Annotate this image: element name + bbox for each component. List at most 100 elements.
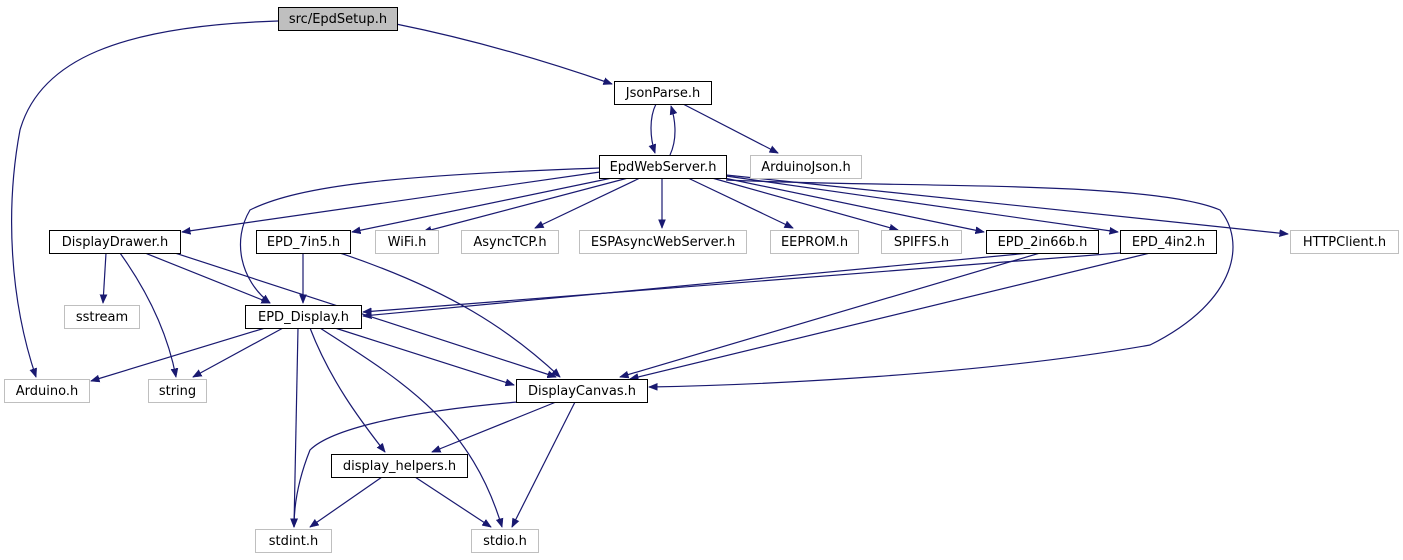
node-box-epd4in2[interactable] bbox=[1120, 230, 1217, 254]
node-label-spiffs: SPIFFS.h bbox=[894, 235, 949, 250]
node-box-displaycanvas[interactable] bbox=[516, 379, 648, 403]
node-label-string: string bbox=[159, 384, 196, 399]
node-label-epd4in2: EPD_4in2.h bbox=[1132, 235, 1205, 250]
edge-displaycanvas-to-stdio bbox=[511, 401, 576, 527]
node-espasyncwebserver: ESPAsyncWebServer.h bbox=[579, 230, 747, 254]
node-box-asynctcp bbox=[461, 230, 559, 254]
edges-layer bbox=[11, 20, 1288, 527]
edge-epddisplay-to-displaycanvas bbox=[334, 327, 514, 385]
edge-epd2in66b-to-displaycanvas bbox=[620, 252, 1041, 377]
node-jsonparse[interactable]: JsonParse.h bbox=[614, 81, 712, 105]
node-label-espasyncwebserver: ESPAsyncWebServer.h bbox=[591, 235, 735, 250]
edge-displayhelpers-to-stdint bbox=[310, 476, 383, 527]
node-wifi: WiFi.h bbox=[375, 230, 439, 254]
edge-epdsetup-to-arduino bbox=[11, 20, 279, 377]
node-stdio: stdio.h bbox=[471, 529, 539, 553]
node-label-httpclient: HTTPClient.h bbox=[1303, 235, 1386, 250]
edge-epdwebserver-to-displaycanvas bbox=[649, 179, 1234, 387]
node-eeprom: EEPROM.h bbox=[770, 230, 859, 254]
node-box-displayhelpers[interactable] bbox=[331, 454, 468, 478]
edge-displaydrawer-to-epddisplay bbox=[144, 252, 270, 304]
edge-displaycanvas-to-displayhelpers bbox=[432, 401, 557, 453]
edge-epdwebserver-to-epddisplay bbox=[239, 167, 601, 303]
node-label-stdint: stdint.h bbox=[269, 534, 318, 549]
node-box-epddisplay[interactable] bbox=[245, 305, 362, 329]
node-label-epdsetup: src/EpdSetup.h bbox=[289, 12, 387, 27]
edge-displaycanvas-to-stdint bbox=[294, 401, 519, 527]
edge-epd7in5-to-displaycanvas bbox=[339, 252, 560, 377]
node-displayhelpers[interactable]: display_helpers.h bbox=[331, 454, 468, 478]
node-box-httpclient bbox=[1290, 230, 1399, 254]
edge-jsonparse-to-arduinojson bbox=[682, 103, 778, 154]
node-stdint: stdint.h bbox=[255, 529, 332, 553]
node-label-displaydrawer: DisplayDrawer.h bbox=[62, 235, 168, 250]
edge-epdwebserver-to-epd7in5 bbox=[352, 177, 613, 232]
node-displaycanvas[interactable]: DisplayCanvas.h bbox=[516, 379, 648, 403]
edge-epdwebserver-to-epd4in2 bbox=[725, 175, 1118, 232]
edge-epd2in66b-to-epddisplay bbox=[363, 252, 1031, 316]
node-epdsetup[interactable]: src/EpdSetup.h bbox=[278, 7, 398, 31]
edge-displayhelpers-to-stdio bbox=[414, 476, 491, 527]
node-label-asynctcp: AsyncTCP.h bbox=[473, 235, 546, 250]
node-box-epd2in66b[interactable] bbox=[986, 230, 1099, 254]
node-box-espasyncwebserver bbox=[579, 230, 747, 254]
node-box-displaydrawer[interactable] bbox=[49, 230, 181, 254]
node-arduino: Arduino.h bbox=[4, 379, 90, 403]
edge-epdwebserver-to-eeprom bbox=[687, 177, 793, 229]
node-label-eeprom: EEPROM.h bbox=[781, 235, 848, 250]
edge-epdsetup-to-jsonparse bbox=[395, 23, 612, 84]
node-box-eeprom bbox=[770, 230, 859, 254]
node-label-jsonparse: JsonParse.h bbox=[625, 86, 701, 101]
node-box-arduino bbox=[4, 379, 90, 403]
edge-epdwebserver-to-spiffs bbox=[711, 177, 898, 230]
node-epdwebserver[interactable]: EpdWebServer.h bbox=[599, 155, 727, 179]
edge-epdwebserver-to-asynctcp bbox=[535, 177, 641, 229]
node-label-displaycanvas: DisplayCanvas.h bbox=[528, 384, 636, 399]
node-box-string bbox=[148, 379, 207, 403]
node-label-arduinojson: ArduinoJson.h bbox=[761, 160, 850, 175]
edge-displaydrawer-to-string bbox=[119, 252, 176, 377]
edge-epd4in2-to-displaycanvas bbox=[630, 252, 1151, 379]
node-box-epd7in5[interactable] bbox=[256, 230, 351, 254]
node-label-epdwebserver: EpdWebServer.h bbox=[610, 160, 717, 175]
node-httpclient: HTTPClient.h bbox=[1290, 230, 1399, 254]
edge-jsonparse-to-epdwebserver bbox=[651, 103, 657, 153]
node-spiffs: SPIFFS.h bbox=[881, 230, 962, 254]
node-box-stdio bbox=[471, 529, 539, 553]
edge-epddisplay-to-stdio bbox=[319, 327, 502, 527]
node-epd4in2[interactable]: EPD_4in2.h bbox=[1120, 230, 1217, 254]
node-label-sstream: sstream bbox=[76, 310, 128, 325]
node-box-epdwebserver[interactable] bbox=[599, 155, 727, 179]
node-label-epddisplay: EPD_Display.h bbox=[258, 310, 349, 325]
node-box-wifi bbox=[375, 230, 439, 254]
edge-epdwebserver-to-jsonparse bbox=[669, 106, 675, 156]
node-label-epd7in5: EPD_7in5.h bbox=[267, 235, 340, 250]
edge-epdwebserver-to-epd2in66b bbox=[723, 177, 984, 232]
edge-epddisplay-to-stdint bbox=[294, 327, 299, 527]
node-epd7in5[interactable]: EPD_7in5.h bbox=[256, 230, 351, 254]
node-epd2in66b[interactable]: EPD_2in66b.h bbox=[986, 230, 1099, 254]
edge-epddisplay-to-string bbox=[193, 327, 284, 378]
node-epddisplay[interactable]: EPD_Display.h bbox=[245, 305, 362, 329]
edge-epdwebserver-to-wifi bbox=[423, 177, 629, 232]
node-box-stdint bbox=[255, 529, 332, 553]
edge-epdwebserver-to-displaydrawer bbox=[182, 171, 601, 232]
edge-epddisplay-to-displayhelpers bbox=[309, 327, 385, 452]
node-asynctcp: AsyncTCP.h bbox=[461, 230, 559, 254]
node-box-jsonparse[interactable] bbox=[614, 81, 712, 105]
node-label-stdio: stdio.h bbox=[483, 534, 527, 549]
edge-epdwebserver-to-httpclient bbox=[725, 174, 1288, 234]
edge-epddisplay-to-arduino bbox=[91, 327, 266, 381]
node-string: string bbox=[148, 379, 207, 403]
edge-epd4in2-to-epddisplay bbox=[363, 252, 1121, 312]
node-displaydrawer[interactable]: DisplayDrawer.h bbox=[49, 230, 181, 254]
node-arduinojson: ArduinoJson.h bbox=[750, 155, 862, 179]
node-label-epd2in66b: EPD_2in66b.h bbox=[998, 235, 1088, 250]
node-box-epdsetup[interactable] bbox=[278, 7, 398, 31]
node-box-arduinojson bbox=[750, 155, 862, 179]
node-box-sstream bbox=[64, 305, 140, 329]
node-label-wifi: WiFi.h bbox=[388, 235, 427, 250]
node-label-arduino: Arduino.h bbox=[16, 384, 78, 399]
